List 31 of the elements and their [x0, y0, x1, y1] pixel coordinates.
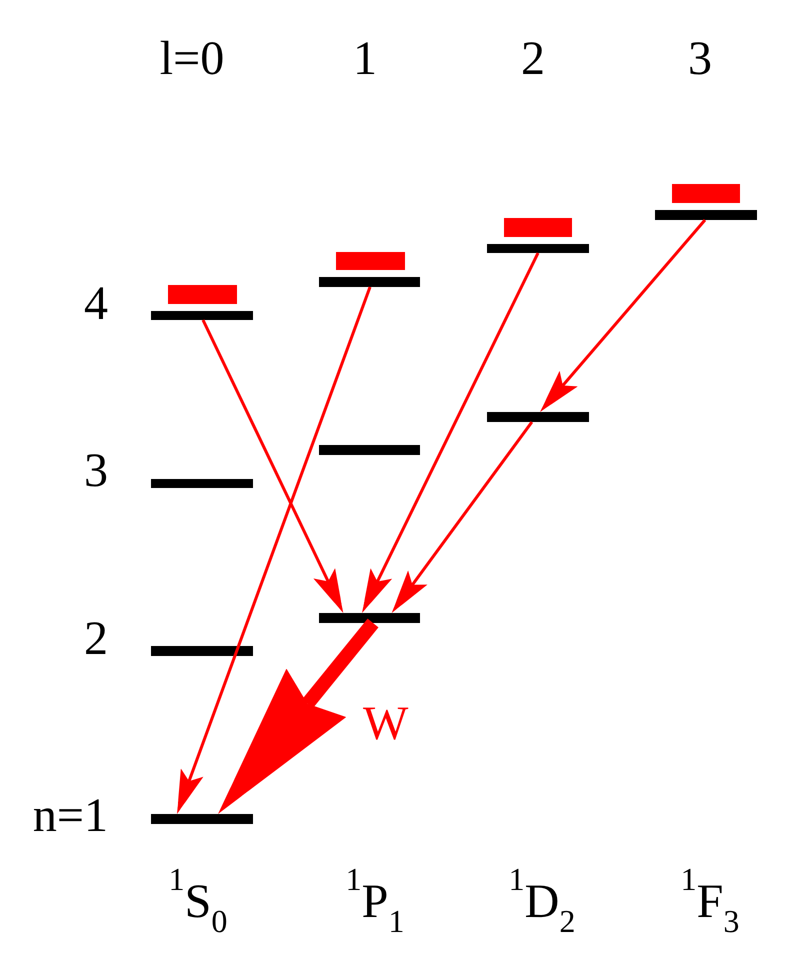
energy-level: [487, 412, 589, 422]
energy-level: [487, 244, 589, 253]
arrow: [538, 219, 706, 413]
level-marker: [504, 218, 572, 237]
level-marker: [672, 184, 740, 203]
arrow: [176, 286, 372, 815]
principal-number: 4: [84, 280, 108, 328]
energy-level: [319, 445, 420, 455]
arrow: [360, 252, 540, 614]
energy-level: [151, 311, 253, 320]
energy-level: [319, 613, 420, 623]
term-symbol: $^{1}$S$_{0}$: [168, 863, 228, 937]
orbital-number: 2: [521, 35, 545, 83]
orbital-number: l=0: [160, 35, 224, 83]
energy-level: [151, 479, 253, 488]
principal-number: n=1: [32, 792, 108, 840]
arrow: [202, 319, 345, 614]
term-symbol: $^{1}$P$_{1}$: [346, 863, 404, 937]
term-symbol: $^{1}$D$_{2}$: [508, 863, 576, 937]
level-marker: [168, 285, 237, 304]
energy-level: [655, 210, 757, 220]
orbital-number: 1: [353, 35, 377, 83]
energy-level: [151, 646, 253, 656]
energy-level: [151, 814, 253, 824]
principal-number: 3: [84, 447, 108, 495]
arrow: [390, 421, 534, 614]
orbital-number: 3: [688, 35, 712, 83]
energy-level: [319, 277, 420, 287]
level-marker: [336, 252, 405, 270]
term-symbol: $^{1}$F$_{3}$: [680, 863, 740, 937]
principal-number: 2: [84, 615, 108, 663]
